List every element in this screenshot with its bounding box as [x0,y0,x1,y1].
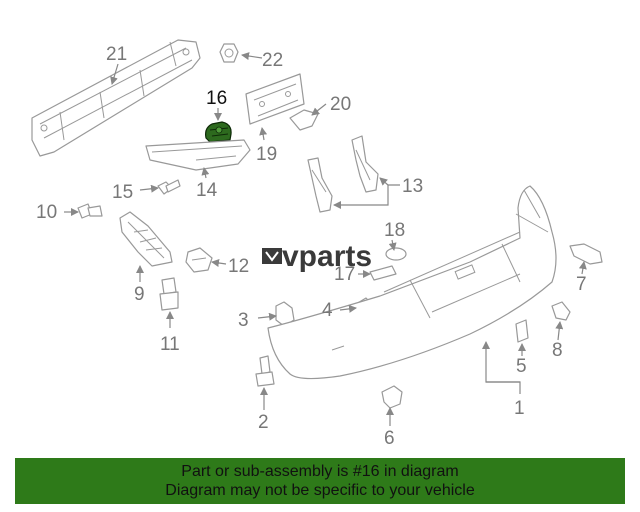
label-1: 1 [514,398,525,419]
part-13-side-brackets [307,135,379,213]
label-7: 7 [576,274,587,295]
label-6: 6 [384,428,395,449]
part-1-bumper-cover [267,185,557,380]
label-16: 16 [206,88,227,109]
vparts-watermark: vparts [262,240,372,273]
part-12-clip [185,247,213,273]
label-22: 22 [262,50,283,71]
part-20-clip [289,109,319,131]
part-15-bolt [157,179,181,195]
label-18: 18 [384,220,405,241]
label-21: 21 [106,44,127,65]
label-4: 4 [322,300,333,321]
part-18-pad [385,247,407,261]
watermark-text: vparts [282,240,372,273]
part-21-reinforcement-beam [31,39,201,157]
label-3: 3 [238,310,249,331]
part-19-plate-bracket [245,73,305,125]
label-14: 14 [196,180,218,201]
label-9: 9 [134,284,145,305]
part-10-bolt [77,203,103,219]
banner-line-1: Part or sub-assembly is #16 in diagram [181,463,459,480]
label-12: 12 [228,256,249,277]
part-8-sensor-holder [551,301,571,321]
label-2: 2 [258,412,269,433]
part-2-bolt [255,355,275,387]
leader-lines [64,52,587,426]
label-11: 11 [160,334,180,355]
part-6-clip [381,385,403,409]
banner-line-2: Diagram may not be specific to your vehi… [165,482,475,499]
label-10: 10 [36,202,57,223]
part-7-sensor [569,243,603,265]
label-8: 8 [552,340,563,361]
part-5-reflector [515,319,529,343]
part-22-nut [219,43,239,63]
label-5: 5 [516,356,527,377]
part-17-pad [369,265,397,281]
part-14-bracket [145,139,251,171]
label-13: 13 [402,176,423,197]
part-9-absorber-bracket [119,211,173,267]
label-20: 20 [330,94,351,115]
label-15: 15 [112,182,133,203]
callout-labels: 21 22 16 20 19 14 15 13 10 18 12 17 7 9 … [36,44,587,449]
label-17: 17 [334,264,355,285]
part-11-bolt [159,277,179,311]
info-banner: Part or sub-assembly is #16 in diagram D… [15,458,625,504]
label-19: 19 [256,144,277,165]
part-16-clip-highlighted [205,121,232,143]
